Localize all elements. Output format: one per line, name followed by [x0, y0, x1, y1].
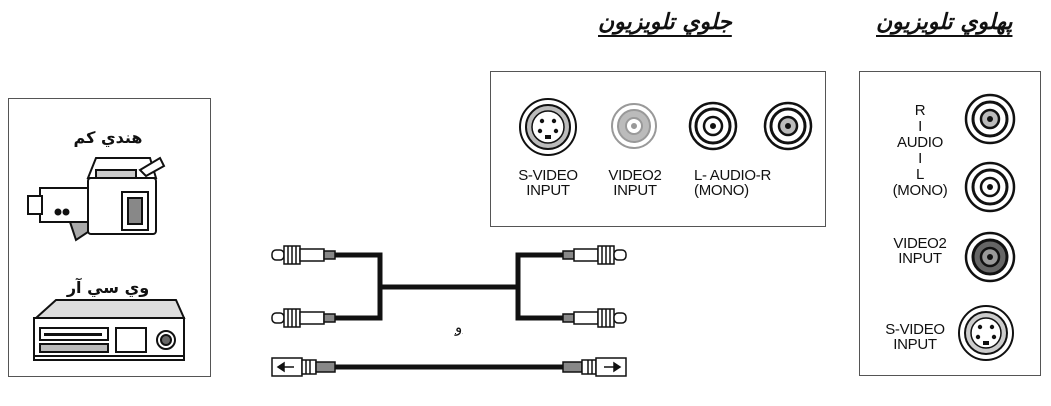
tv-front-title: جلوي تلويزيون [598, 10, 732, 35]
vcr-label: وي سي آر [66, 278, 150, 297]
tv-side-title: پهلوي تلويزيون [876, 10, 1013, 35]
side-audio-label: R I AUDIO I L (MONO) [892, 102, 948, 199]
vcr-icon [33, 299, 186, 361]
svideo-plug-icon [562, 357, 627, 377]
rca-jack-icon [763, 101, 813, 151]
and-label: و [455, 318, 463, 336]
rca-jack-icon [688, 101, 738, 151]
svideo-jack-icon [958, 305, 1014, 361]
svideo-jack-icon [519, 98, 577, 156]
rca-plug-icon [271, 245, 336, 265]
rca-plug-icon [562, 245, 627, 265]
audio-cable-wires [335, 252, 563, 370]
camcorder-label: هندي کم [73, 128, 143, 147]
rca-jack-icon [611, 103, 657, 149]
rca-jack-icon [964, 231, 1016, 283]
tv-front-panel [490, 71, 826, 227]
rca-jack-icon [964, 161, 1016, 213]
camcorder-icon [27, 156, 166, 242]
front-audio-label: L- AUDIO-R(MONO) [694, 167, 772, 199]
rca-plug-icon [271, 308, 336, 328]
rca-jack-icon [964, 93, 1016, 145]
svideo-plug-icon [271, 357, 336, 377]
rca-plug-icon [562, 308, 627, 328]
